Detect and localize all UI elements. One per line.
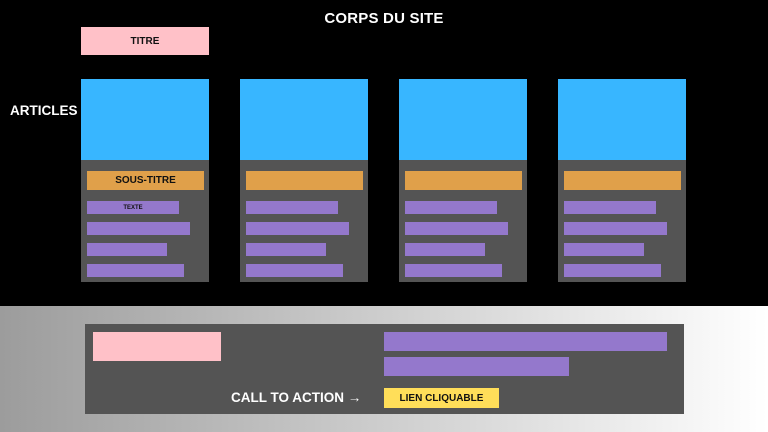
article-image-placeholder <box>81 79 209 160</box>
article-body <box>399 160 527 282</box>
article-text-line <box>564 243 644 256</box>
article-text-line <box>246 264 343 277</box>
article-image-placeholder <box>558 79 686 160</box>
site-body-section: CORPS DU SITE TITRE ARTICLES → SOUS-TITR… <box>10 10 686 282</box>
article-card-2 <box>240 79 368 282</box>
cta-title-placeholder <box>93 332 221 361</box>
article-body <box>558 160 686 282</box>
article-subtitle-bar <box>405 171 522 190</box>
footer-section: CALL TO ACTION → LIEN CLIQUABLE <box>0 306 768 432</box>
article-text-line <box>246 201 338 214</box>
article-text-line <box>405 264 502 277</box>
article-body: SOUS-TITRE TEXTE <box>81 160 209 282</box>
article-text-line <box>87 222 190 235</box>
article-text-line <box>564 201 656 214</box>
article-subtitle-bar <box>246 171 363 190</box>
article-subtitle-bar: SOUS-TITRE <box>87 171 204 190</box>
article-card-3 <box>399 79 527 282</box>
title-placeholder: TITRE <box>81 27 209 55</box>
article-image-placeholder <box>399 79 527 160</box>
cta-link-button[interactable]: LIEN CLIQUABLE <box>384 388 499 408</box>
article-text-line <box>87 243 167 256</box>
cta-text-line <box>384 332 667 351</box>
article-text-line <box>405 222 508 235</box>
article-text-line <box>246 243 326 256</box>
article-card-4 <box>558 79 686 282</box>
article-text-line <box>246 222 349 235</box>
cta-label: CALL TO ACTION → <box>231 390 362 405</box>
call-to-action-block: CALL TO ACTION → LIEN CLIQUABLE <box>85 324 684 414</box>
article-body <box>240 160 368 282</box>
article-text-line <box>87 264 184 277</box>
article-text-line <box>564 264 661 277</box>
page-title: CORPS DU SITE <box>324 10 444 27</box>
articles-label: ARTICLES → <box>10 103 95 118</box>
article-subtitle-bar <box>564 171 681 190</box>
article-text-line <box>405 201 497 214</box>
article-text-line: TEXTE <box>87 201 179 214</box>
article-text-line <box>564 222 667 235</box>
cta-text-line <box>384 357 569 376</box>
article-card-1: SOUS-TITRE TEXTE <box>81 79 209 282</box>
article-text-line <box>405 243 485 256</box>
article-image-placeholder <box>240 79 368 160</box>
